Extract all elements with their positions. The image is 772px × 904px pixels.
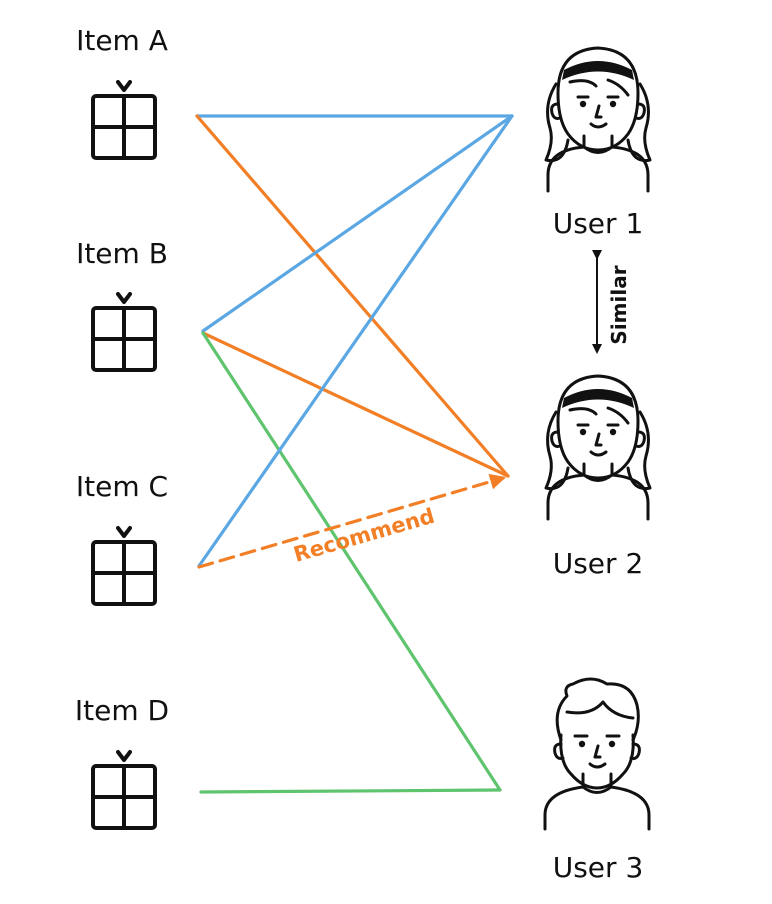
edges (195, 114, 514, 794)
user-1: User 1 (544, 46, 652, 240)
item-label: Item D (75, 694, 169, 727)
item-icon (91, 80, 157, 160)
item-label: Item C (76, 470, 168, 503)
item-c: Item C (76, 470, 168, 606)
edge-itemA-user2 (195, 114, 510, 478)
item-d: Item D (75, 694, 169, 830)
item-a: Item A (76, 24, 168, 160)
user-label: User 1 (553, 207, 644, 240)
similar-label: Similar (607, 265, 631, 344)
user-avatar-icon (544, 46, 652, 193)
user-avatar-icon (544, 374, 652, 521)
item-icon (91, 750, 157, 830)
edge-itemB-user2 (201, 331, 510, 478)
user-label: User 3 (553, 851, 644, 884)
item-icon (91, 526, 157, 606)
item-icon (91, 292, 157, 372)
user-2: User 2 (544, 374, 652, 580)
item-label: Item B (76, 237, 168, 270)
edge-itemC-user1 (197, 114, 514, 568)
edge-itemB-user1 (201, 114, 514, 333)
edge-itemD-user3 (199, 788, 502, 794)
similar-connector: Similar (592, 250, 631, 354)
edge-itemB-user3 (201, 331, 502, 792)
user-label: User 2 (553, 547, 644, 580)
user-avatar-icon (543, 677, 651, 831)
edge-itemC-user2-recommend (197, 473, 507, 569)
item-label: Item A (76, 24, 168, 57)
user-3: User 3 (543, 677, 651, 884)
item-b: Item B (76, 237, 168, 372)
